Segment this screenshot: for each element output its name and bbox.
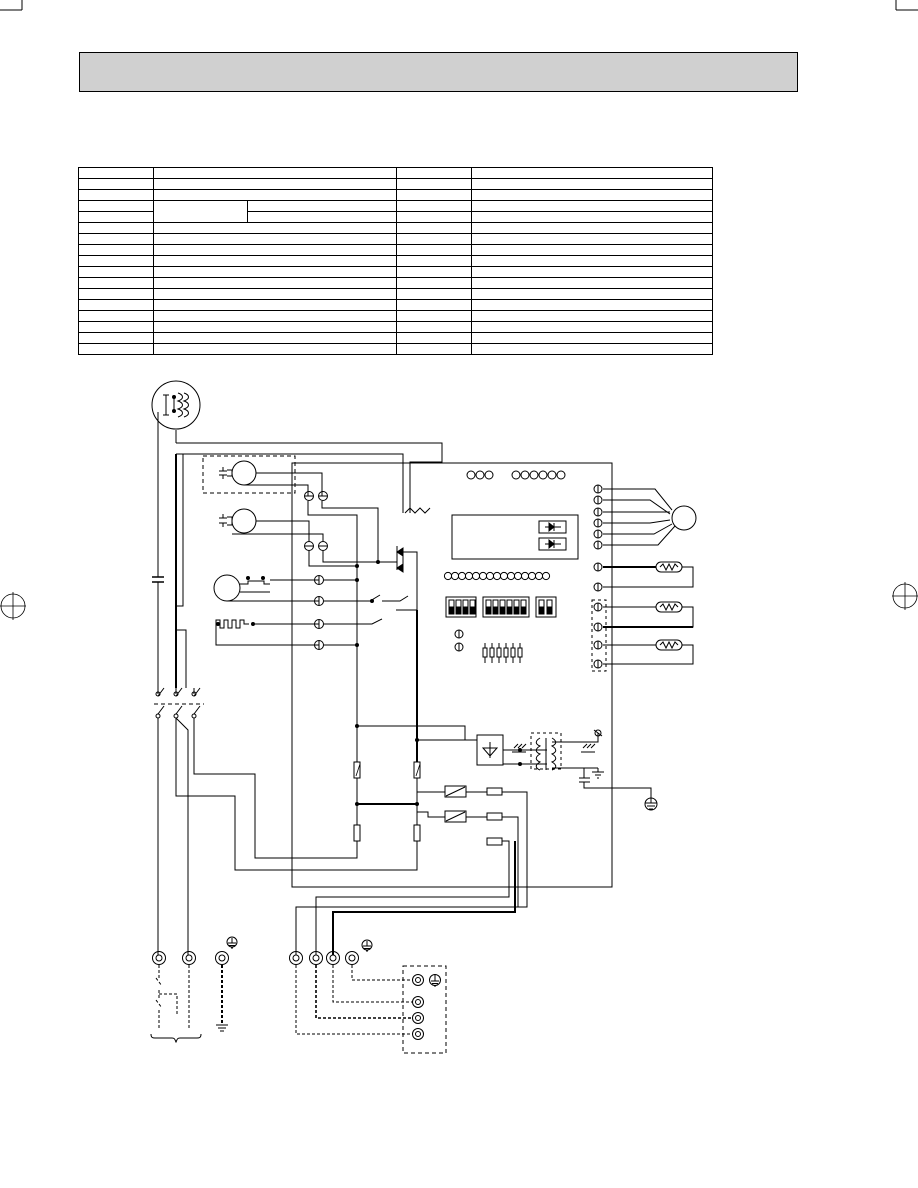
table-row (78, 233, 713, 245)
symbol-table (78, 167, 713, 355)
fan-motor-symbol (151, 380, 201, 430)
table-row (78, 299, 713, 311)
indoor-outdoor-terminal-block (289, 939, 373, 965)
indoor-pcb (291, 462, 613, 888)
table-row (78, 189, 713, 201)
pcb-header-row-1 (466, 470, 566, 480)
table-row (78, 211, 713, 223)
table-row (78, 266, 713, 278)
table-row (78, 343, 713, 355)
remote-terminal-box (402, 965, 447, 1054)
dip-switch-3 (535, 596, 557, 618)
section-header (79, 52, 798, 92)
table-row (78, 200, 713, 223)
jumper-resistors (482, 643, 523, 663)
dip-switch-1 (445, 596, 477, 618)
power-terminal-block (152, 936, 238, 965)
table-row (78, 255, 713, 267)
dip-switch-2 (482, 596, 530, 618)
earth-terminal (644, 797, 658, 811)
breaker-switch (154, 687, 204, 719)
vane-motor-icon (671, 505, 697, 531)
microcomputer-block (451, 514, 579, 560)
vane-motor-connectors (593, 484, 603, 550)
pcb-connector-row (443, 571, 551, 581)
pcb-connectors-left (304, 491, 328, 650)
table-row (78, 178, 713, 190)
